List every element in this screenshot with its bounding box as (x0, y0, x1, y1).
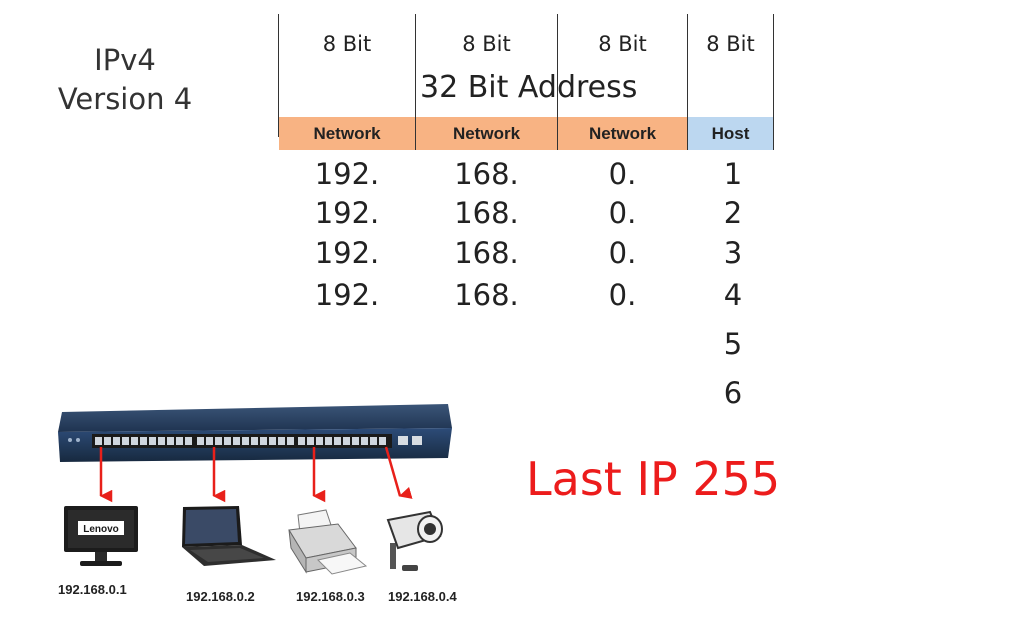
table-divider (687, 14, 688, 150)
bit-label-4: 8 Bit (706, 32, 755, 56)
title-version: Version 4 (57, 82, 193, 116)
segment-network-1: Network (279, 117, 415, 150)
security-camera-icon (386, 510, 443, 571)
octet-4: 1 (723, 157, 743, 191)
printer-icon (288, 509, 368, 575)
octet-2: 168. (454, 196, 519, 230)
host-5: 5 (723, 327, 743, 361)
table-divider (557, 14, 558, 150)
table-divider (415, 14, 416, 150)
device-ip-label: 192.168.0.1 (58, 582, 127, 597)
table-divider (773, 14, 774, 150)
link-arrow (384, 446, 413, 499)
octet-2: 168. (454, 157, 519, 191)
table-divider (278, 14, 279, 137)
device-ip-label: 192.168.0.4 (388, 589, 457, 604)
octet-1: 192. (314, 196, 380, 230)
title-ipv4: IPv4 (94, 43, 156, 77)
desktop-icon: Lenovo (64, 506, 138, 566)
device-ip-label: 192.168.0.2 (186, 589, 255, 604)
network-diagram: Lenovo 192.168.0.1 192.168.0.2 192.168.0… (58, 404, 457, 604)
address-size-label: 32 Bit Address (420, 70, 638, 105)
octet-2: 168. (454, 278, 519, 312)
octet-3: 0. (608, 157, 637, 191)
bit-label-2: 8 Bit (462, 32, 511, 56)
octet-1: 192. (314, 157, 380, 191)
segment-network-3: Network (558, 117, 687, 150)
octet-4: 3 (723, 236, 743, 270)
segment-network-2: Network (416, 117, 557, 150)
brand-label: Lenovo (83, 524, 119, 535)
bit-label-1: 8 Bit (322, 32, 372, 56)
octet-2: 168. (454, 236, 519, 270)
network-switch (58, 404, 452, 462)
octet-4: 4 (723, 278, 743, 312)
last-ip-note: Last IP 255 (526, 452, 781, 506)
octet-3: 0. (608, 196, 637, 230)
octet-1: 192. (314, 278, 380, 312)
octet-4: 2 (723, 196, 743, 230)
device-ip-label: 192.168.0.3 (296, 589, 365, 604)
octet-1: 192. (314, 236, 380, 270)
host-6: 6 (723, 376, 743, 410)
bit-label-3: 8 Bit (598, 32, 647, 56)
laptop-icon (182, 506, 276, 566)
octet-3: 0. (608, 236, 637, 270)
segment-host: Host (688, 117, 773, 150)
octet-3: 0. (608, 278, 637, 312)
